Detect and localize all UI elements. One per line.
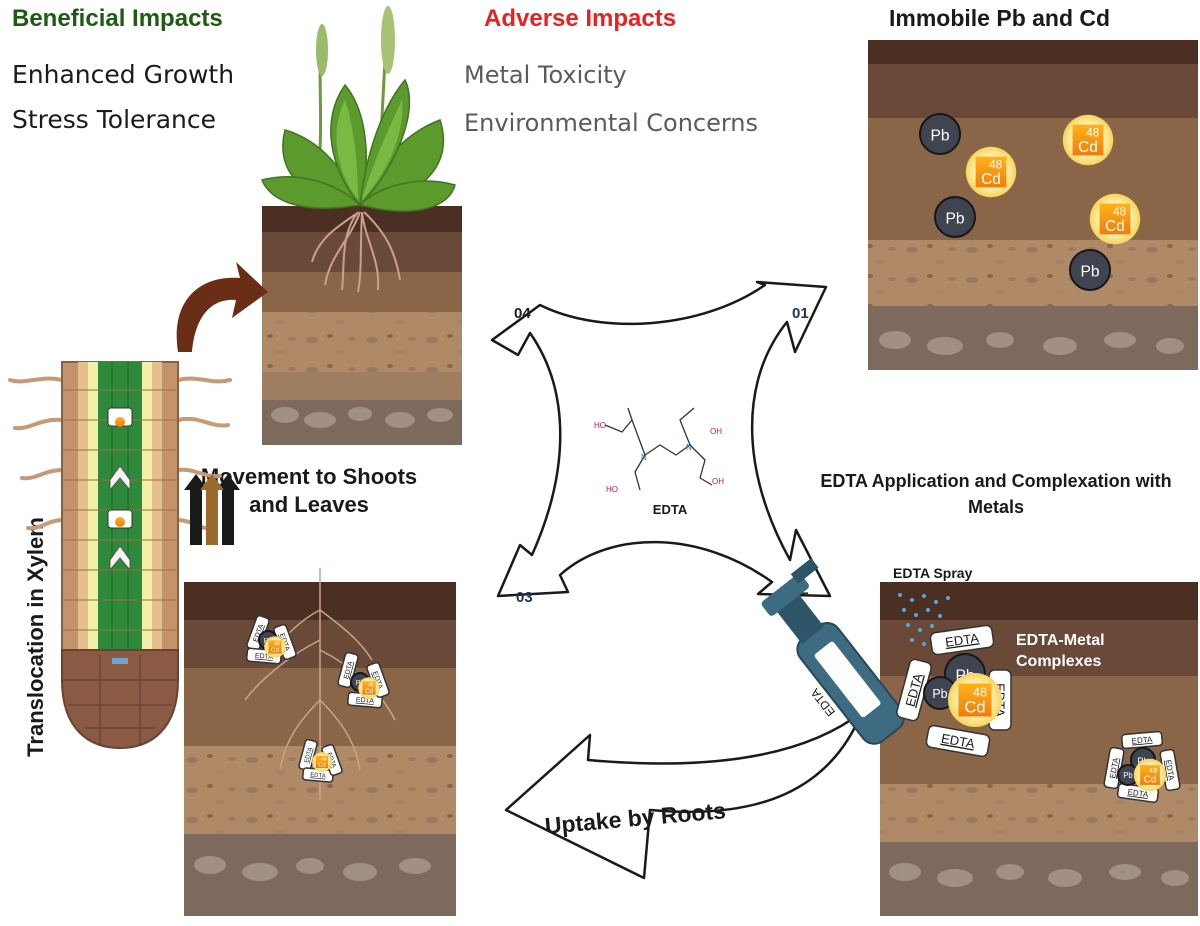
adverse-item-environment: Environmental Concerns (464, 109, 759, 137)
pb-ion-2-label: Pb (945, 210, 964, 227)
edta-center-label: EDTA (653, 502, 688, 517)
pb-ion-5: Pb (923, 676, 957, 710)
cd-ion-6-label: Cd (271, 647, 280, 654)
edta-tag-13-label: EDTA (356, 697, 375, 706)
pb-ion-7-label: Pb (1123, 771, 1133, 780)
plantain-plant-illustration (260, 6, 456, 293)
pb-ion-5-label: Pb (932, 687, 947, 701)
edta-application-caption: EDTA Application and Complexation with M… (795, 468, 1197, 520)
cd-ion-2-number: 48 (1086, 127, 1100, 140)
cd-ion-1-label: Cd (981, 171, 1001, 188)
edta-tag-5: EDTA (1121, 730, 1163, 750)
soil-panel-uptake (184, 568, 456, 916)
edta-tag-4-label: EDTA (940, 731, 976, 752)
beneficial-item-growth: Enhanced Growth (12, 60, 235, 89)
cd-ion-5-number: 48 (1149, 766, 1157, 775)
molecule-ho-1: HO (594, 421, 606, 430)
center-cycle-arrows (490, 280, 832, 598)
immobile-metals-heading: Immobile Pb and Cd (889, 5, 1111, 31)
metal-ions-layer: PbPbPb48Cd48Cd48CdEDTAEDTAEDTAEDTAPbPb48… (246, 113, 1181, 804)
molecule-ho-2: HO (606, 485, 618, 494)
pb-ion-3: Pb (1069, 249, 1111, 291)
movement-caption: Movement to Shoots and Leaves (195, 463, 423, 519)
cd-ion-4-label: Cd (964, 699, 985, 717)
molecule-n-2: N (686, 443, 692, 452)
edta-tag-16-label: EDTA (310, 772, 326, 779)
edta-tag-8-label: EDTA (1127, 787, 1149, 799)
cd-ion-6-number: 48 (274, 642, 280, 648)
edta-tag-1-label: EDTA (944, 630, 980, 650)
edta-tag-15-label: EDTA (304, 747, 314, 764)
edta-tag-5-label: EDTA (1131, 735, 1153, 746)
adverse-item-toxicity: Metal Toxicity (464, 61, 627, 89)
cd-ion-3-label: Cd (1105, 218, 1125, 235)
cd-ion-7-number: 48 (368, 683, 374, 689)
uptake-arrow (504, 710, 864, 880)
pb-ion-2: Pb (934, 196, 976, 238)
soil-panel-plant (262, 206, 462, 445)
edta-application-line2: Metals (967, 497, 1025, 517)
molecule-oh-1: OH (710, 427, 722, 436)
step-01: 01 (792, 305, 809, 322)
cd-ion-3-number: 48 (1113, 206, 1127, 219)
step-04: 04 (514, 305, 531, 322)
pb-ion-1-label: Pb (930, 127, 949, 144)
beneficial-item-stress: Stress Tolerance (12, 105, 216, 134)
cd-ion-5-label: Cd (1144, 775, 1157, 786)
complex-label-line2: Complexes (1016, 653, 1101, 670)
upward-arrows-icon (184, 474, 240, 545)
edta-tag-1: EDTA (929, 624, 995, 656)
cd-ion-8-label: Cd (318, 763, 326, 769)
edta-molecule-icon (604, 407, 713, 491)
edta-tag-7-label: EDTA (1163, 759, 1176, 782)
edta-tag-12: EDTA (337, 651, 359, 689)
pb-ion-1: Pb (919, 113, 961, 155)
curved-arrow-to-plant (176, 262, 268, 352)
edta-tag-4: EDTA (925, 724, 991, 758)
edta-tag-12-label: EDTA (343, 660, 355, 680)
soil-panel-immobile (868, 40, 1198, 370)
cd-ion-2-label: Cd (1078, 139, 1098, 156)
root-cross-section (8, 361, 232, 750)
cd-ion-1-number: 48 (989, 159, 1003, 172)
adverse-impacts-heading: Adverse Impacts (484, 5, 677, 32)
movement-caption-line1: Movement to Shoots (200, 464, 418, 489)
edta-tag-10-label: EDTA (255, 653, 274, 662)
edta-spray-label: EDTA Spray (893, 565, 973, 581)
spray-bottle-icon: EDTA (761, 558, 950, 745)
beneficial-impacts-heading: Beneficial Impacts (12, 5, 223, 32)
molecule-n-1: N (641, 453, 647, 462)
movement-caption-line2: and Leaves (249, 492, 369, 517)
cd-ion-4-number: 48 (973, 685, 987, 699)
cd-ion-8-number: 48 (321, 757, 327, 762)
cd-ion-7-label: Cd (365, 688, 374, 695)
step-03: 03 (516, 589, 533, 606)
molecule-oh-2: OH (712, 477, 724, 486)
edta-application-line1: EDTA Application and Complexation with (820, 471, 1172, 491)
pb-ion-3-label: Pb (1080, 263, 1099, 280)
complex-label-line1: EDTA-Metal (1016, 632, 1105, 649)
